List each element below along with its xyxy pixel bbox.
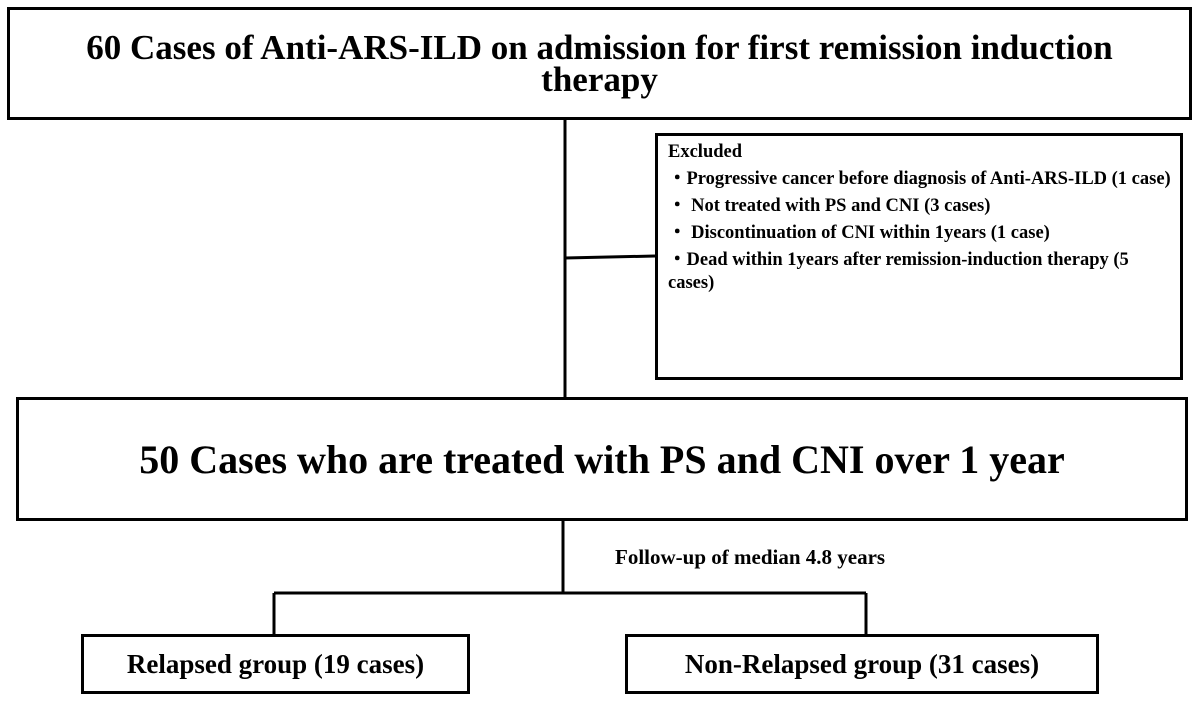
relapsed-group-box: Relapsed group (19 cases) (81, 634, 470, 694)
relapsed-group-text: Relapsed group (19 cases) (126, 648, 425, 679)
excluded-item: ・ Discontinuation of CNI within 1years (… (668, 223, 1050, 243)
nonrelapsed-group-text: Non-Relapsed group (31 cases) (684, 648, 1040, 679)
excluded-title: Excluded (668, 142, 743, 162)
excluded-item: ・ Not treated with PS and CNI (3 cases) (668, 196, 991, 216)
followup-label: Follow-up of median 4.8 years (615, 545, 886, 569)
excluded-box: Excluded ・Progressive cancer before diag… (655, 133, 1183, 380)
excluded-item: ・Progressive cancer before diagnosis of … (668, 169, 1171, 189)
treated-cases-box: 50 Cases who are treated with PS and CNI… (16, 397, 1188, 521)
excluded-item: ・Dead within 1years after remission-indu… (668, 250, 1129, 293)
connector-to-excluded (564, 254, 656, 260)
enrollment-box: 60 Cases of Anti-ARS-ILD on admission fo… (7, 7, 1192, 120)
nonrelapsed-group-box: Non-Relapsed group (31 cases) (625, 634, 1099, 694)
treated-cases-text: 50 Cases who are treated with PS and CNI… (139, 436, 1065, 482)
enrollment-text: 60 Cases of Anti-ARS-ILD on admission fo… (86, 27, 1113, 99)
